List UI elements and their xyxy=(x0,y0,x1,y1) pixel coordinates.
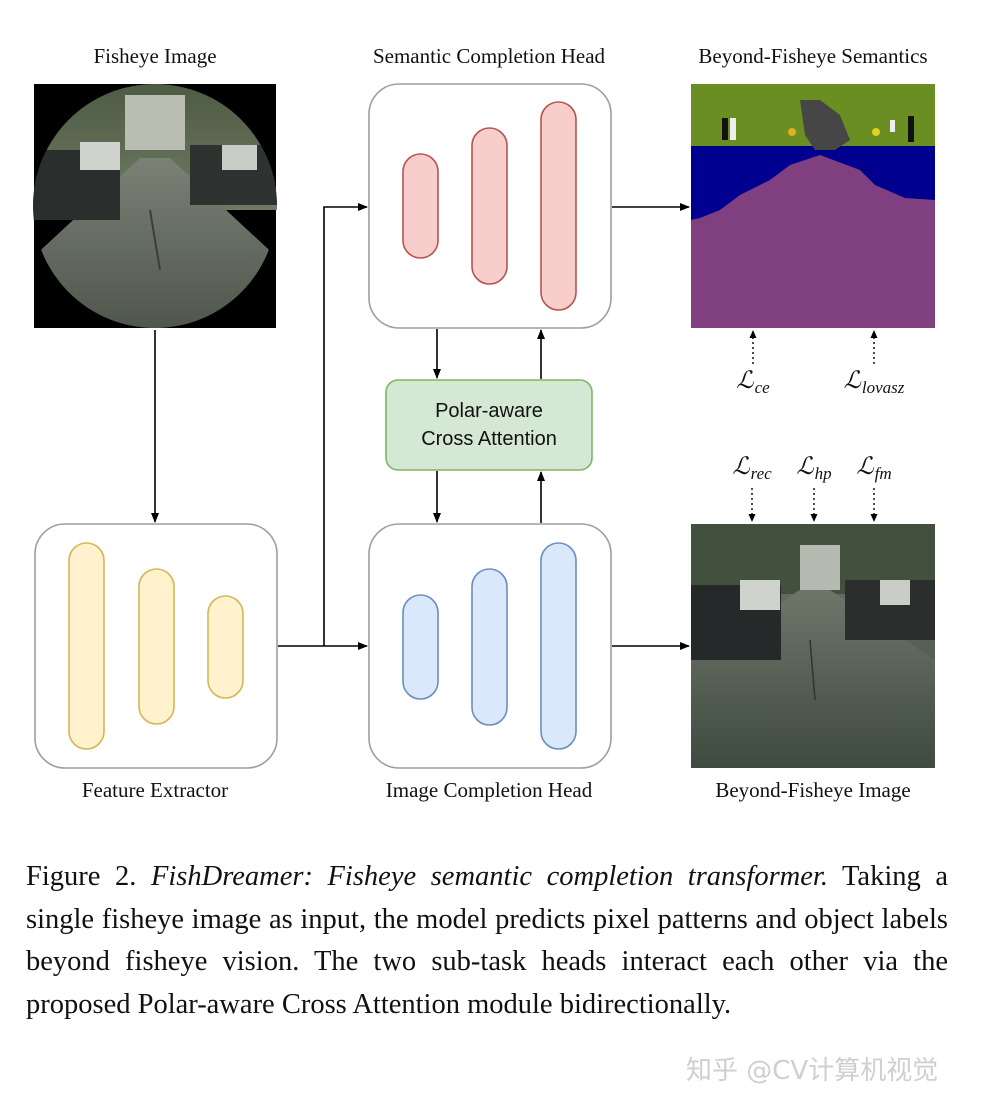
loss-symbol: ℒ xyxy=(732,454,750,480)
caption-body: Taking a single fisheye image as input, … xyxy=(26,861,948,1020)
loss-arrows xyxy=(748,330,878,522)
loss-lovasz: ℒlovasz xyxy=(844,366,905,398)
polar-aware-cross-attention-box xyxy=(385,379,593,471)
beyond-fisheye-image xyxy=(691,524,935,768)
feature-extractor-box xyxy=(34,523,278,769)
label-fisheye-image: Fisheye Image xyxy=(93,44,217,68)
loss-ce: ℒce xyxy=(736,366,769,398)
arrow-extractor-to-semantic-head xyxy=(323,203,368,646)
feature-pill xyxy=(138,568,175,725)
loss-fm: ℒfm xyxy=(856,452,891,484)
polar-aware-cross-attention-label: Polar-aware Cross Attention xyxy=(386,380,592,470)
loss-subscript: rec xyxy=(750,464,772,483)
semantic-pill xyxy=(402,153,439,259)
fisheye-image xyxy=(33,84,277,328)
image-pill xyxy=(540,542,577,750)
semantic-pill xyxy=(540,101,577,311)
label-semantic-completion-head: Semantic Completion Head xyxy=(372,44,606,68)
loss-hp: ℒhp xyxy=(796,452,831,484)
loss-subscript: fm xyxy=(874,464,892,483)
loss-rec: ℒrec xyxy=(732,452,771,484)
caption-title: FishDreamer: Fisheye semantic completion… xyxy=(150,861,828,892)
architecture-diagram xyxy=(33,83,935,769)
feature-pill xyxy=(207,595,244,699)
loss-symbol: ℒ xyxy=(796,454,814,480)
label-beyond-fisheye-image: Beyond-Fisheye Image xyxy=(715,778,911,802)
watermark: 知乎 @CV计算机视觉 xyxy=(686,1056,939,1086)
label-feature-extractor: Feature Extractor xyxy=(81,778,229,802)
loss-subscript: lovasz xyxy=(861,378,905,397)
arrows xyxy=(151,203,690,650)
image-pill xyxy=(402,594,439,700)
loss-subscript: hp xyxy=(814,464,832,483)
loss-symbol: ℒ xyxy=(856,454,874,480)
feature-pill xyxy=(68,542,105,750)
image-pill xyxy=(471,568,508,726)
polar-label-line2: Cross Attention xyxy=(421,428,557,450)
semantic-completion-head-box xyxy=(368,83,612,329)
polar-label-line1: Polar-aware xyxy=(435,400,543,422)
loss-subscript: ce xyxy=(754,378,770,397)
loss-symbol: ℒ xyxy=(843,368,861,394)
figure-caption: Figure 2. FishDreamer: Fisheye semantic … xyxy=(26,856,948,1026)
label-beyond-fisheye-semantics: Beyond-Fisheye Semantics xyxy=(698,44,928,68)
beyond-fisheye-semantics-image xyxy=(691,84,935,328)
caption-prefix: Figure 2. xyxy=(26,861,151,892)
image-completion-head-box xyxy=(368,523,612,769)
label-image-completion-head: Image Completion Head xyxy=(385,778,593,802)
semantic-pill xyxy=(471,127,508,285)
loss-symbol: ℒ xyxy=(736,368,754,394)
